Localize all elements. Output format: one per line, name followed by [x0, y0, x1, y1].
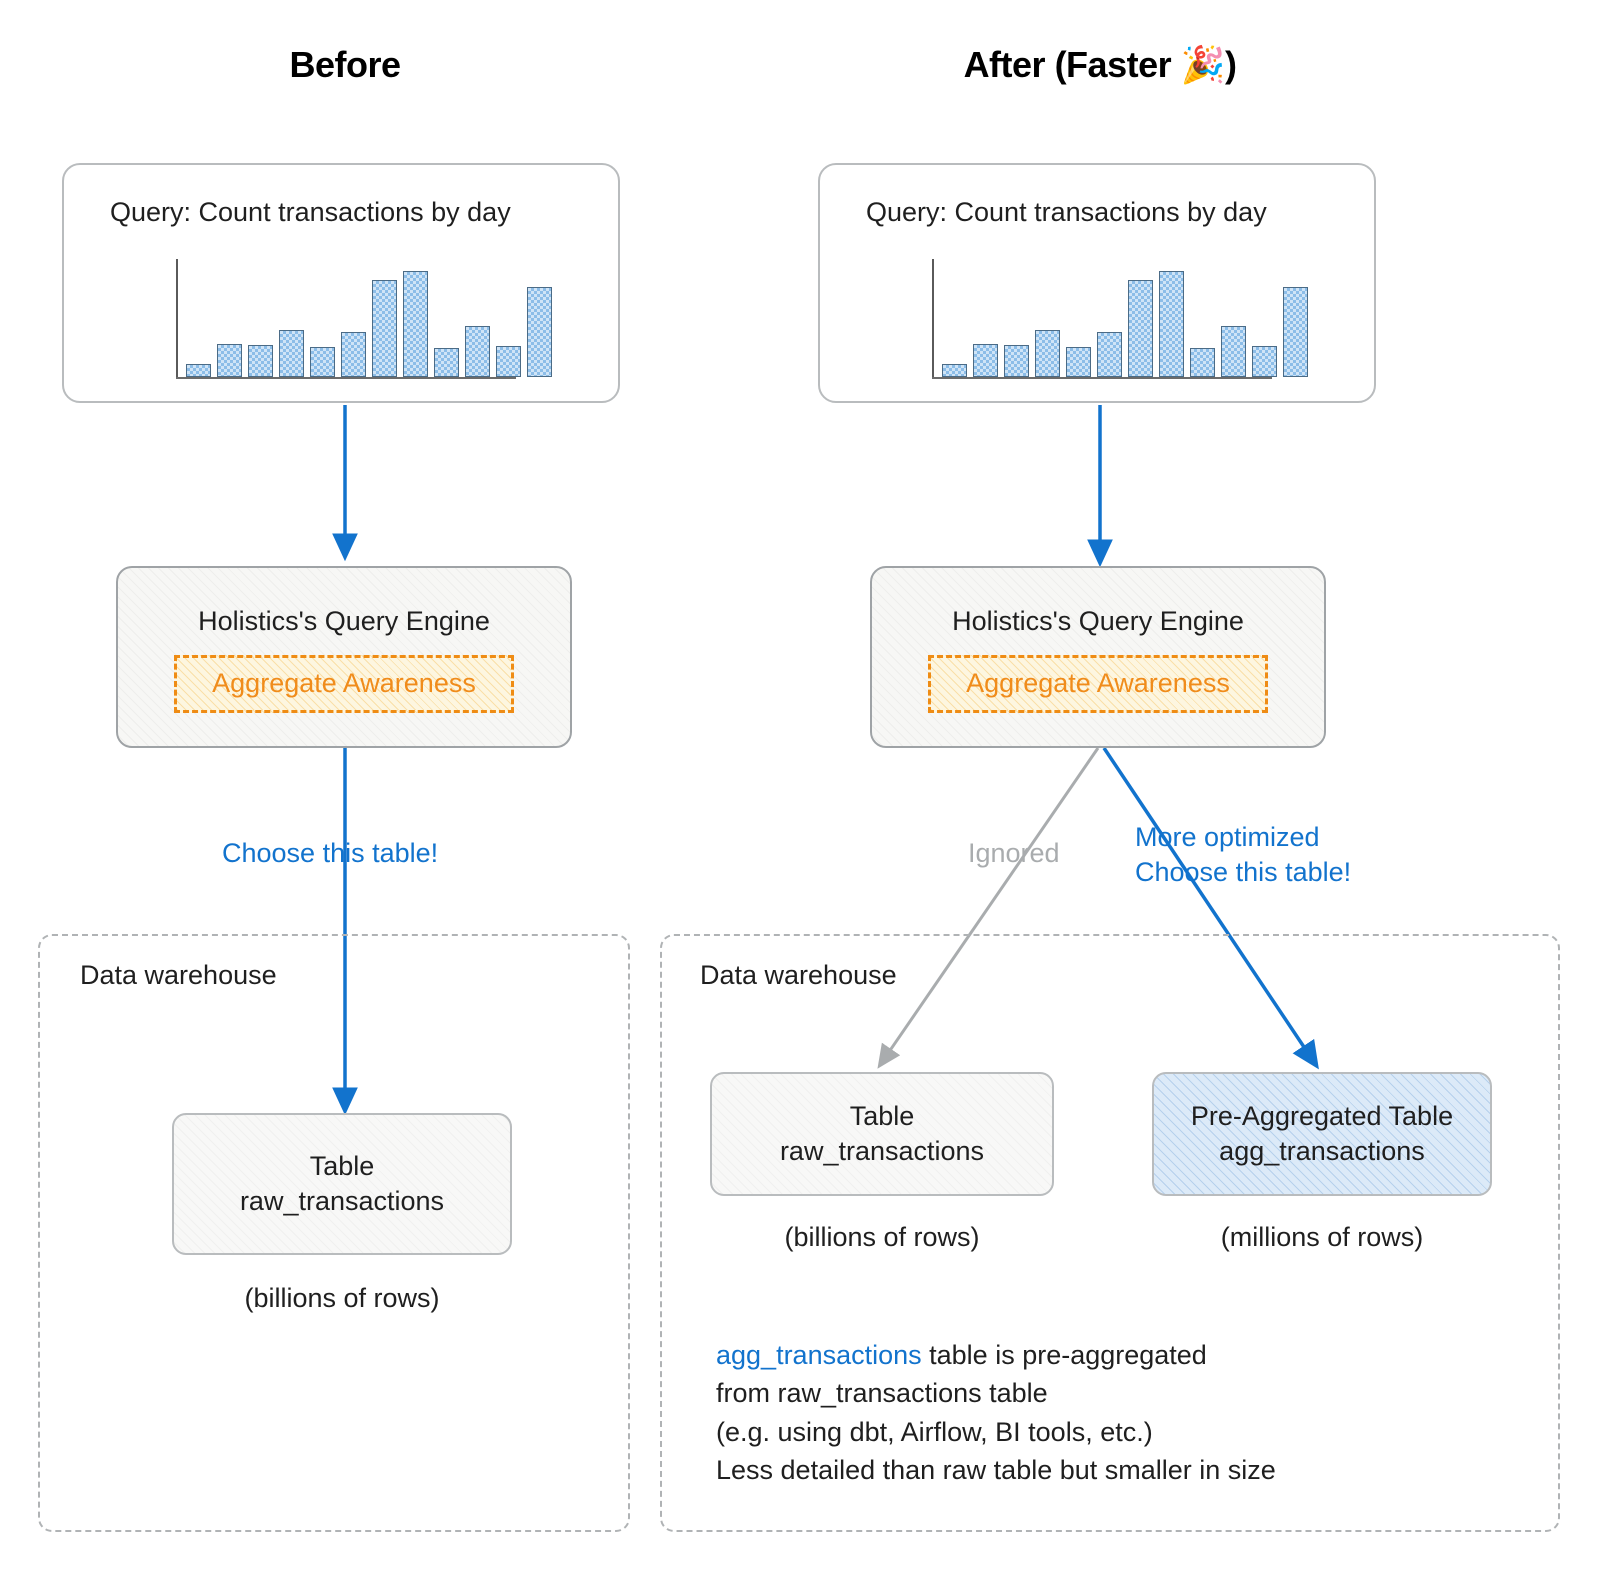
chart-bar [1128, 280, 1153, 377]
table-box-kind: Table [849, 1101, 915, 1132]
note-line-4: Less detailed than raw table but smaller… [716, 1454, 1276, 1485]
chart-x-axis [932, 377, 1272, 379]
note-highlight-agg-transactions: agg_transactions [716, 1340, 922, 1370]
chart-bar [248, 345, 273, 377]
chart-bar [1035, 330, 1060, 377]
edge-label-choose-table-after: Choose this table! [1135, 857, 1352, 888]
chart-bar [1190, 348, 1215, 377]
chart-bar [279, 330, 304, 377]
chart-bar [496, 346, 521, 377]
chart-bar [527, 287, 552, 377]
chart-bar [434, 348, 459, 377]
chart-bar [465, 326, 490, 377]
chart-bar [341, 332, 366, 377]
query-engine-title: Holistics's Query Engine [198, 605, 490, 636]
data-warehouse-label: Data warehouse [700, 960, 897, 990]
chart-bars [942, 259, 1308, 377]
table-box-name: raw_transactions [779, 1136, 985, 1166]
chart-bar [310, 347, 335, 377]
data-warehouse-label: Data warehouse [80, 960, 277, 990]
edge-label-more-optimized-line1: More optimized [1135, 822, 1320, 852]
table-box-kind: Table [309, 1151, 375, 1182]
edge-label-ignored: Ignored [968, 838, 1060, 868]
table-box-kind: Pre-Aggregated Table [1190, 1101, 1454, 1132]
rows-note-raw-before: (billions of rows) [244, 1283, 440, 1313]
agg-explanation-note: agg_transactions table is pre-aggregated… [716, 1336, 1536, 1489]
edge-label-more-optimized: More optimized Choose this table! [1135, 820, 1351, 890]
chart-bar [1097, 332, 1122, 377]
rows-note-raw-after: (billions of rows) [784, 1222, 980, 1252]
chart-bar [186, 364, 211, 377]
table-box-name: agg_transactions [1219, 1136, 1425, 1166]
chart-y-axis [176, 259, 178, 379]
chart-bar [942, 364, 967, 377]
note-line-1: agg_transactions table is pre-aggregated [716, 1336, 1536, 1374]
column-title-before: Before [289, 44, 401, 85]
rows-note-agg: (millions of rows) [1220, 1222, 1424, 1252]
table-box-raw-transactions-after: Table raw_transactions [710, 1072, 1054, 1196]
query-engine-box-after: Holistics's Query Engine Aggregate Aware… [870, 566, 1326, 748]
table-box-raw-transactions-before: Table raw_transactions [172, 1113, 512, 1255]
aggregate-awareness-chip-before: Aggregate Awareness [174, 654, 514, 713]
chart-bar [973, 344, 998, 377]
query-card-title: Query: Count transactions by day [110, 197, 511, 227]
query-card-before: Query: Count transactions by day [62, 163, 620, 403]
chart-y-axis [932, 259, 934, 379]
chart-bar [217, 344, 242, 377]
note-line-3: (e.g. using dbt, Airflow, BI tools, etc.… [716, 1416, 1153, 1447]
query-card-title: Query: Count transactions by day [866, 197, 1267, 227]
query-bar-chart-before [176, 259, 552, 379]
chart-bar [1159, 271, 1184, 377]
data-warehouse-before: Data warehouse [38, 934, 630, 1532]
chart-x-axis [176, 377, 516, 379]
query-engine-box-before: Holistics's Query Engine Aggregate Aware… [116, 566, 572, 748]
chart-bar [1066, 347, 1091, 377]
chart-bars [186, 259, 552, 377]
table-box-agg-transactions: Pre-Aggregated Table agg_transactions [1152, 1072, 1492, 1196]
aggregate-awareness-chip-after: Aggregate Awareness [928, 654, 1268, 713]
note-line-1-rest: table is pre-aggregated [921, 1340, 1207, 1370]
chart-bar [1252, 346, 1277, 377]
query-bar-chart-after [932, 259, 1308, 379]
chart-bar [372, 280, 397, 377]
chart-bar [1283, 287, 1308, 377]
note-line-2: from raw_transactions table [716, 1378, 1048, 1409]
query-engine-title: Holistics's Query Engine [952, 605, 1244, 636]
edge-label-choose-table-before: Choose this table! [222, 838, 439, 868]
chart-bar [403, 271, 428, 377]
chart-bar [1221, 326, 1246, 377]
query-card-after: Query: Count transactions by day [818, 163, 1376, 403]
table-box-name: raw_transactions [239, 1186, 445, 1216]
chart-bar [1004, 345, 1029, 377]
data-warehouse-after: Data warehouse [660, 934, 1560, 1532]
column-title-after: After (Faster 🎉) [963, 44, 1237, 85]
